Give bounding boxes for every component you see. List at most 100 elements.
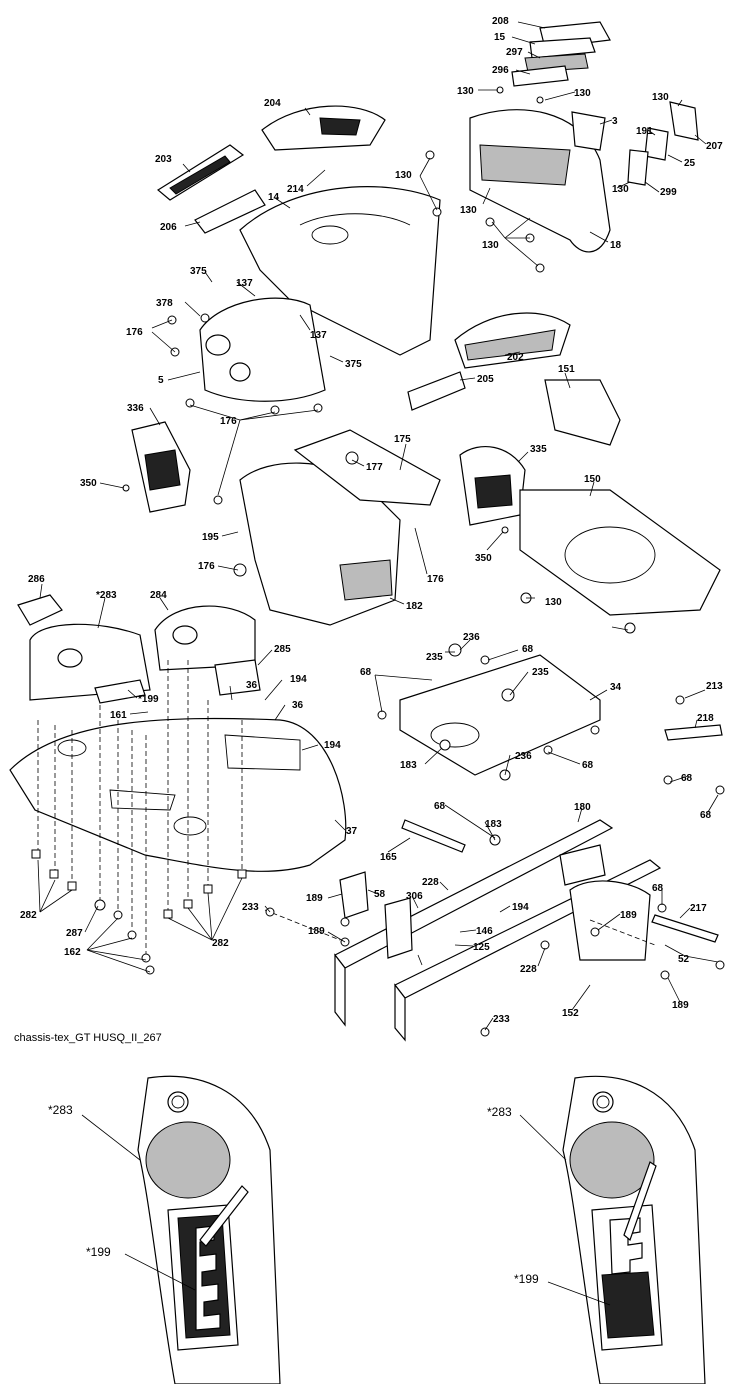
callout-label: 375 [345, 359, 362, 370]
callout-label: 150 [584, 474, 601, 485]
callout-label: 205 [477, 374, 494, 385]
callout-label: 137 [310, 330, 327, 341]
callout-label: 177 [366, 462, 383, 473]
callout-label: 282 [212, 938, 229, 949]
callout-label: 282 [20, 910, 37, 921]
callout-label: 297 [506, 47, 523, 58]
callout-label: 151 [558, 364, 575, 375]
callout-label: 180 [574, 802, 591, 813]
alignment-lines [37, 660, 656, 955]
callout-label: 236 [515, 751, 532, 762]
callout-label: 68 [522, 644, 534, 655]
callout-label: 228 [422, 877, 439, 888]
callout-label: 233 [493, 1014, 510, 1025]
callout-label: 137 [236, 278, 253, 289]
callout-label: 296 [492, 65, 509, 76]
callout-label: 378 [156, 298, 173, 309]
callout-label: 130 [460, 205, 477, 216]
callout-label: 202 [507, 352, 524, 363]
callout-label: 214 [287, 184, 304, 195]
callout-label: 18 [610, 240, 622, 251]
callout-label: 130 [652, 92, 669, 103]
callout-label: 287 [66, 928, 83, 939]
callout-label: 165 [380, 852, 397, 863]
callout-label: 189 [308, 926, 325, 937]
callout-label: 204 [264, 98, 281, 109]
leader-lines [37, 21, 719, 1031]
callout-label: 58 [374, 889, 386, 900]
callout-label: 25 [684, 158, 696, 169]
callout-label: 336 [127, 403, 144, 414]
callout-label: 203 [155, 154, 172, 165]
callout-label: 218 [697, 713, 714, 724]
callout-label: 176 [427, 574, 444, 585]
callout-label: 233 [242, 902, 259, 913]
callout-label: 36 [246, 680, 258, 691]
callout-label: 175 [394, 434, 411, 445]
callout-label: *199 [86, 1245, 111, 1259]
callout-labels: 208 15 297 296 130 130 3 130 207 191 25 … [20, 16, 723, 1025]
callout-label: 306 [406, 891, 423, 902]
callout-label: 183 [400, 760, 417, 771]
callout-label: 161 [110, 710, 127, 721]
callout-label: *283 [48, 1103, 73, 1117]
callout-label: 176 [198, 561, 215, 572]
callout-label: 235 [426, 652, 443, 663]
callout-label: 125 [473, 942, 490, 953]
callout-label: 235 [532, 667, 549, 678]
callout-label: 194 [512, 902, 529, 913]
callout-label: 130 [612, 184, 629, 195]
callout-label: 286 [28, 574, 45, 585]
callout-label: 217 [690, 903, 707, 914]
callout-label: 152 [562, 1008, 579, 1019]
callout-label: 15 [494, 32, 506, 43]
callout-label: 194 [324, 740, 341, 751]
callout-label: 208 [492, 16, 509, 27]
callout-label: 284 [150, 590, 167, 601]
dash-console [131, 297, 526, 526]
callout-label: 146 [476, 926, 493, 937]
callout-label: 194 [290, 674, 307, 685]
callout-label: 189 [620, 910, 637, 921]
callout-label: 236 [463, 632, 480, 643]
callout-label: 350 [475, 553, 492, 564]
callout-label: 183 [485, 819, 502, 830]
callout-label: 36 [292, 700, 304, 711]
callout-label: 37 [346, 826, 358, 837]
callout-label: 375 [190, 266, 207, 277]
callout-label: 68 [700, 810, 712, 821]
callout-label: *199 [514, 1272, 539, 1286]
hood-assembly [156, 105, 571, 411]
callout-label: 68 [434, 801, 446, 812]
callout-label: *283 [487, 1105, 512, 1119]
fender-pan [9, 594, 347, 872]
callout-label: 130 [395, 170, 412, 181]
callout-label: 68 [582, 760, 594, 771]
detail-view-left: *283 *199 [48, 1075, 281, 1384]
callout-label: 3 [612, 116, 618, 127]
callout-label: *283 [96, 590, 117, 601]
callout-label: 68 [360, 667, 372, 678]
callout-label: 228 [520, 964, 537, 975]
callout-label: 213 [706, 681, 723, 692]
callout-label: 68 [681, 773, 693, 784]
callout-label: 130 [545, 597, 562, 608]
callout-label: 130 [457, 86, 474, 97]
callout-label: 176 [220, 416, 237, 427]
callout-label: 52 [678, 954, 690, 965]
callout-label: 189 [306, 893, 323, 904]
callout-label: 162 [64, 947, 81, 958]
callout-label: 207 [706, 141, 723, 152]
diagram-caption: chassis-tex_GT HUSQ_II_267 [14, 1032, 162, 1044]
grille-housing [469, 21, 699, 253]
callout-label: 14 [268, 192, 280, 203]
callout-label: 285 [274, 644, 291, 655]
callout-label: 335 [530, 444, 547, 455]
callout-label: 130 [482, 240, 499, 251]
detail-view-right: *283 *199 [487, 1075, 706, 1384]
callout-label: 68 [652, 883, 664, 894]
callout-label: 299 [660, 187, 677, 198]
main-frame [334, 819, 719, 1042]
